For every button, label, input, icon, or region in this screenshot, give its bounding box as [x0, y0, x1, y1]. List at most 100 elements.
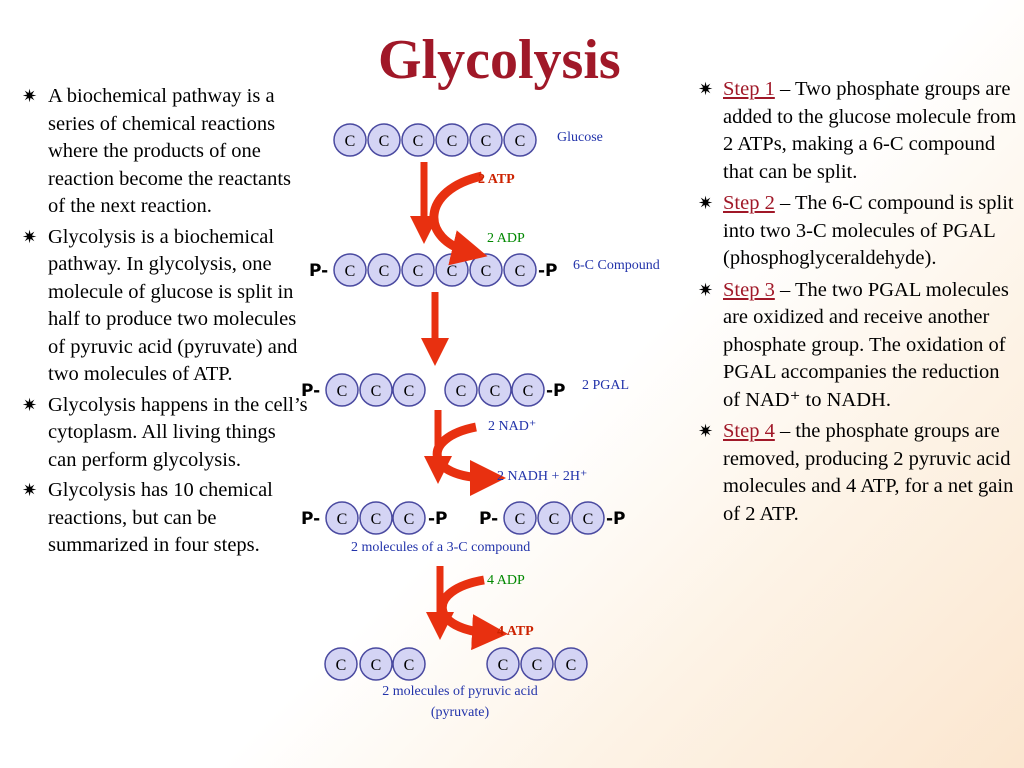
- carbon-label: C: [371, 657, 382, 674]
- phosphate-label: P-: [301, 509, 320, 529]
- star-bullet-icon: ✷: [22, 86, 38, 106]
- left-bullet-item: ✷ Glycolysis has 10 chemical reactions, b…: [12, 477, 308, 560]
- carbon-atom: [444, 373, 478, 407]
- step-label: Step 4: [723, 420, 775, 442]
- step-label: Step 3: [723, 278, 775, 301]
- glucose-label: Glucose: [557, 130, 603, 145]
- carbon-label: C: [447, 133, 458, 150]
- carbon-atom: [392, 647, 426, 681]
- step-item: ✷Step 3 – The two PGAL molecules are oxi…: [688, 277, 1018, 415]
- star-bullet-icon: ✷: [22, 480, 38, 500]
- carbon-label: C: [447, 263, 458, 280]
- carbon-atom: [324, 647, 358, 681]
- carbon-atom: [401, 253, 435, 287]
- curved-reaction-arrow: [429, 171, 488, 266]
- star-bullet-icon: ✷: [698, 421, 714, 441]
- left-bullet-item: ✷ Glycolysis happens in the cell’s cytopl…: [12, 392, 308, 475]
- phosphate-label: P-: [309, 261, 328, 281]
- adp-input-label: 4 ADP: [487, 573, 525, 588]
- carbon-atom: [367, 253, 401, 287]
- curved-reaction-arrow: [437, 575, 508, 651]
- carbon-atom: [537, 501, 571, 535]
- left-bullet-item: ✷ Glycolysis is a biochemical pathway. In…: [12, 224, 308, 389]
- star-bullet-icon: ✷: [698, 79, 714, 99]
- carbon-label: C: [456, 383, 467, 400]
- carbon-label: C: [337, 511, 348, 528]
- carbon-label: C: [379, 263, 390, 280]
- adp-output-label: 2 ADP: [487, 231, 525, 246]
- carbon-label: C: [337, 383, 348, 400]
- phosphate-label: P-: [479, 509, 498, 529]
- nad-label: 2 NAD⁺: [488, 419, 536, 434]
- pyruvic-label: 2 molecules of pyruvic acid: [382, 684, 538, 699]
- carbon-label: C: [404, 511, 415, 528]
- step-label: Step 1: [723, 78, 775, 100]
- carbon-label: C: [566, 657, 577, 674]
- bullet-text: Glycolysis happens in the cell’s cytopla…: [48, 393, 308, 471]
- carbon-atom: [503, 123, 537, 157]
- phosphate-label: -P: [546, 381, 566, 401]
- carbon-atom: [401, 123, 435, 157]
- carbon-atom: [511, 373, 545, 407]
- carbon-label: C: [498, 657, 509, 674]
- carbon-atom: [435, 123, 469, 157]
- carbon-label: C: [515, 511, 526, 528]
- bullet-text: Glycolysis has 10 chemical reactions, bu…: [48, 479, 273, 556]
- carbon-label: C: [549, 511, 560, 528]
- nadh-label: 2 NADH + 2H⁺: [497, 469, 587, 484]
- carbon-label: C: [532, 657, 543, 674]
- carbon-atom: [359, 501, 393, 535]
- phosphate-label: P-: [301, 381, 320, 401]
- carbon-label: C: [515, 133, 526, 150]
- carbon-atom: [359, 647, 393, 681]
- star-bullet-icon: ✷: [22, 226, 38, 247]
- carbon-label: C: [371, 383, 382, 400]
- pyruvate-label: (pyruvate): [431, 705, 490, 720]
- phosphate-label: -P: [428, 509, 448, 529]
- carbon-atom: [520, 647, 554, 681]
- carbon-label: C: [481, 263, 492, 280]
- carbon-label: C: [404, 383, 415, 400]
- carbon-atom: [478, 373, 512, 407]
- carbon-atom: [325, 501, 359, 535]
- star-bullet-icon: ✷: [22, 394, 38, 415]
- carbon-atom: [325, 373, 359, 407]
- step-text: – The 6-C compound is split into two 3-C…: [723, 192, 1014, 269]
- phosphate-label: -P: [606, 509, 626, 529]
- carbon-atom: [503, 501, 537, 535]
- star-bullet-icon: ✷: [698, 193, 714, 213]
- carbon-label: C: [345, 133, 356, 150]
- carbon-label: C: [413, 133, 424, 150]
- curved-reaction-arrow: [432, 422, 506, 496]
- atp-output-label: 4 ATP: [497, 624, 534, 639]
- left-bullet-list: ✷ A biochemical pathway is a series of ch…: [12, 83, 308, 563]
- left-bullet-item: ✷ A biochemical pathway is a series of ch…: [12, 83, 308, 221]
- carbon-atom: [554, 647, 588, 681]
- carbon-atom: [333, 123, 367, 157]
- carbon-label: C: [481, 133, 492, 150]
- carbon-atom: [359, 373, 393, 407]
- carbon-atom: [469, 123, 503, 157]
- atp-input-label: 2 ATP: [478, 172, 515, 187]
- step-item: ✷Step 1 – Two phosphate groups are added…: [688, 76, 1018, 186]
- right-step-list: ✷Step 1 – Two phosphate groups are added…: [688, 76, 1018, 532]
- step-item: ✷Step 4 – the phosphate groups are remov…: [688, 418, 1018, 528]
- step-item: ✷ Step 2 – The 6-C compound is split into…: [688, 190, 1018, 273]
- carbon-label: C: [515, 263, 526, 280]
- bullet-text: A biochemical pathway is a series of che…: [48, 85, 292, 217]
- pgal-label: 2 PGAL: [582, 378, 629, 393]
- carbon-atom: [392, 501, 426, 535]
- carbon-atom: [333, 253, 367, 287]
- bullet-text: Glycolysis is a biochemical pathway. In …: [48, 225, 298, 386]
- carbon-atom: [392, 373, 426, 407]
- carbon-atom: [503, 253, 537, 287]
- carbon-label: C: [404, 657, 415, 674]
- phosphate-label: -P: [538, 261, 558, 281]
- step-label: Step 2: [723, 192, 775, 214]
- six-carbon-label: 6-C Compound: [573, 258, 660, 273]
- page-title: Glycolysis: [378, 29, 621, 91]
- carbon-label: C: [523, 383, 534, 400]
- star-bullet-icon: ✷: [698, 279, 714, 300]
- three-carbon-label: 2 molecules of a 3-C compound: [351, 540, 530, 555]
